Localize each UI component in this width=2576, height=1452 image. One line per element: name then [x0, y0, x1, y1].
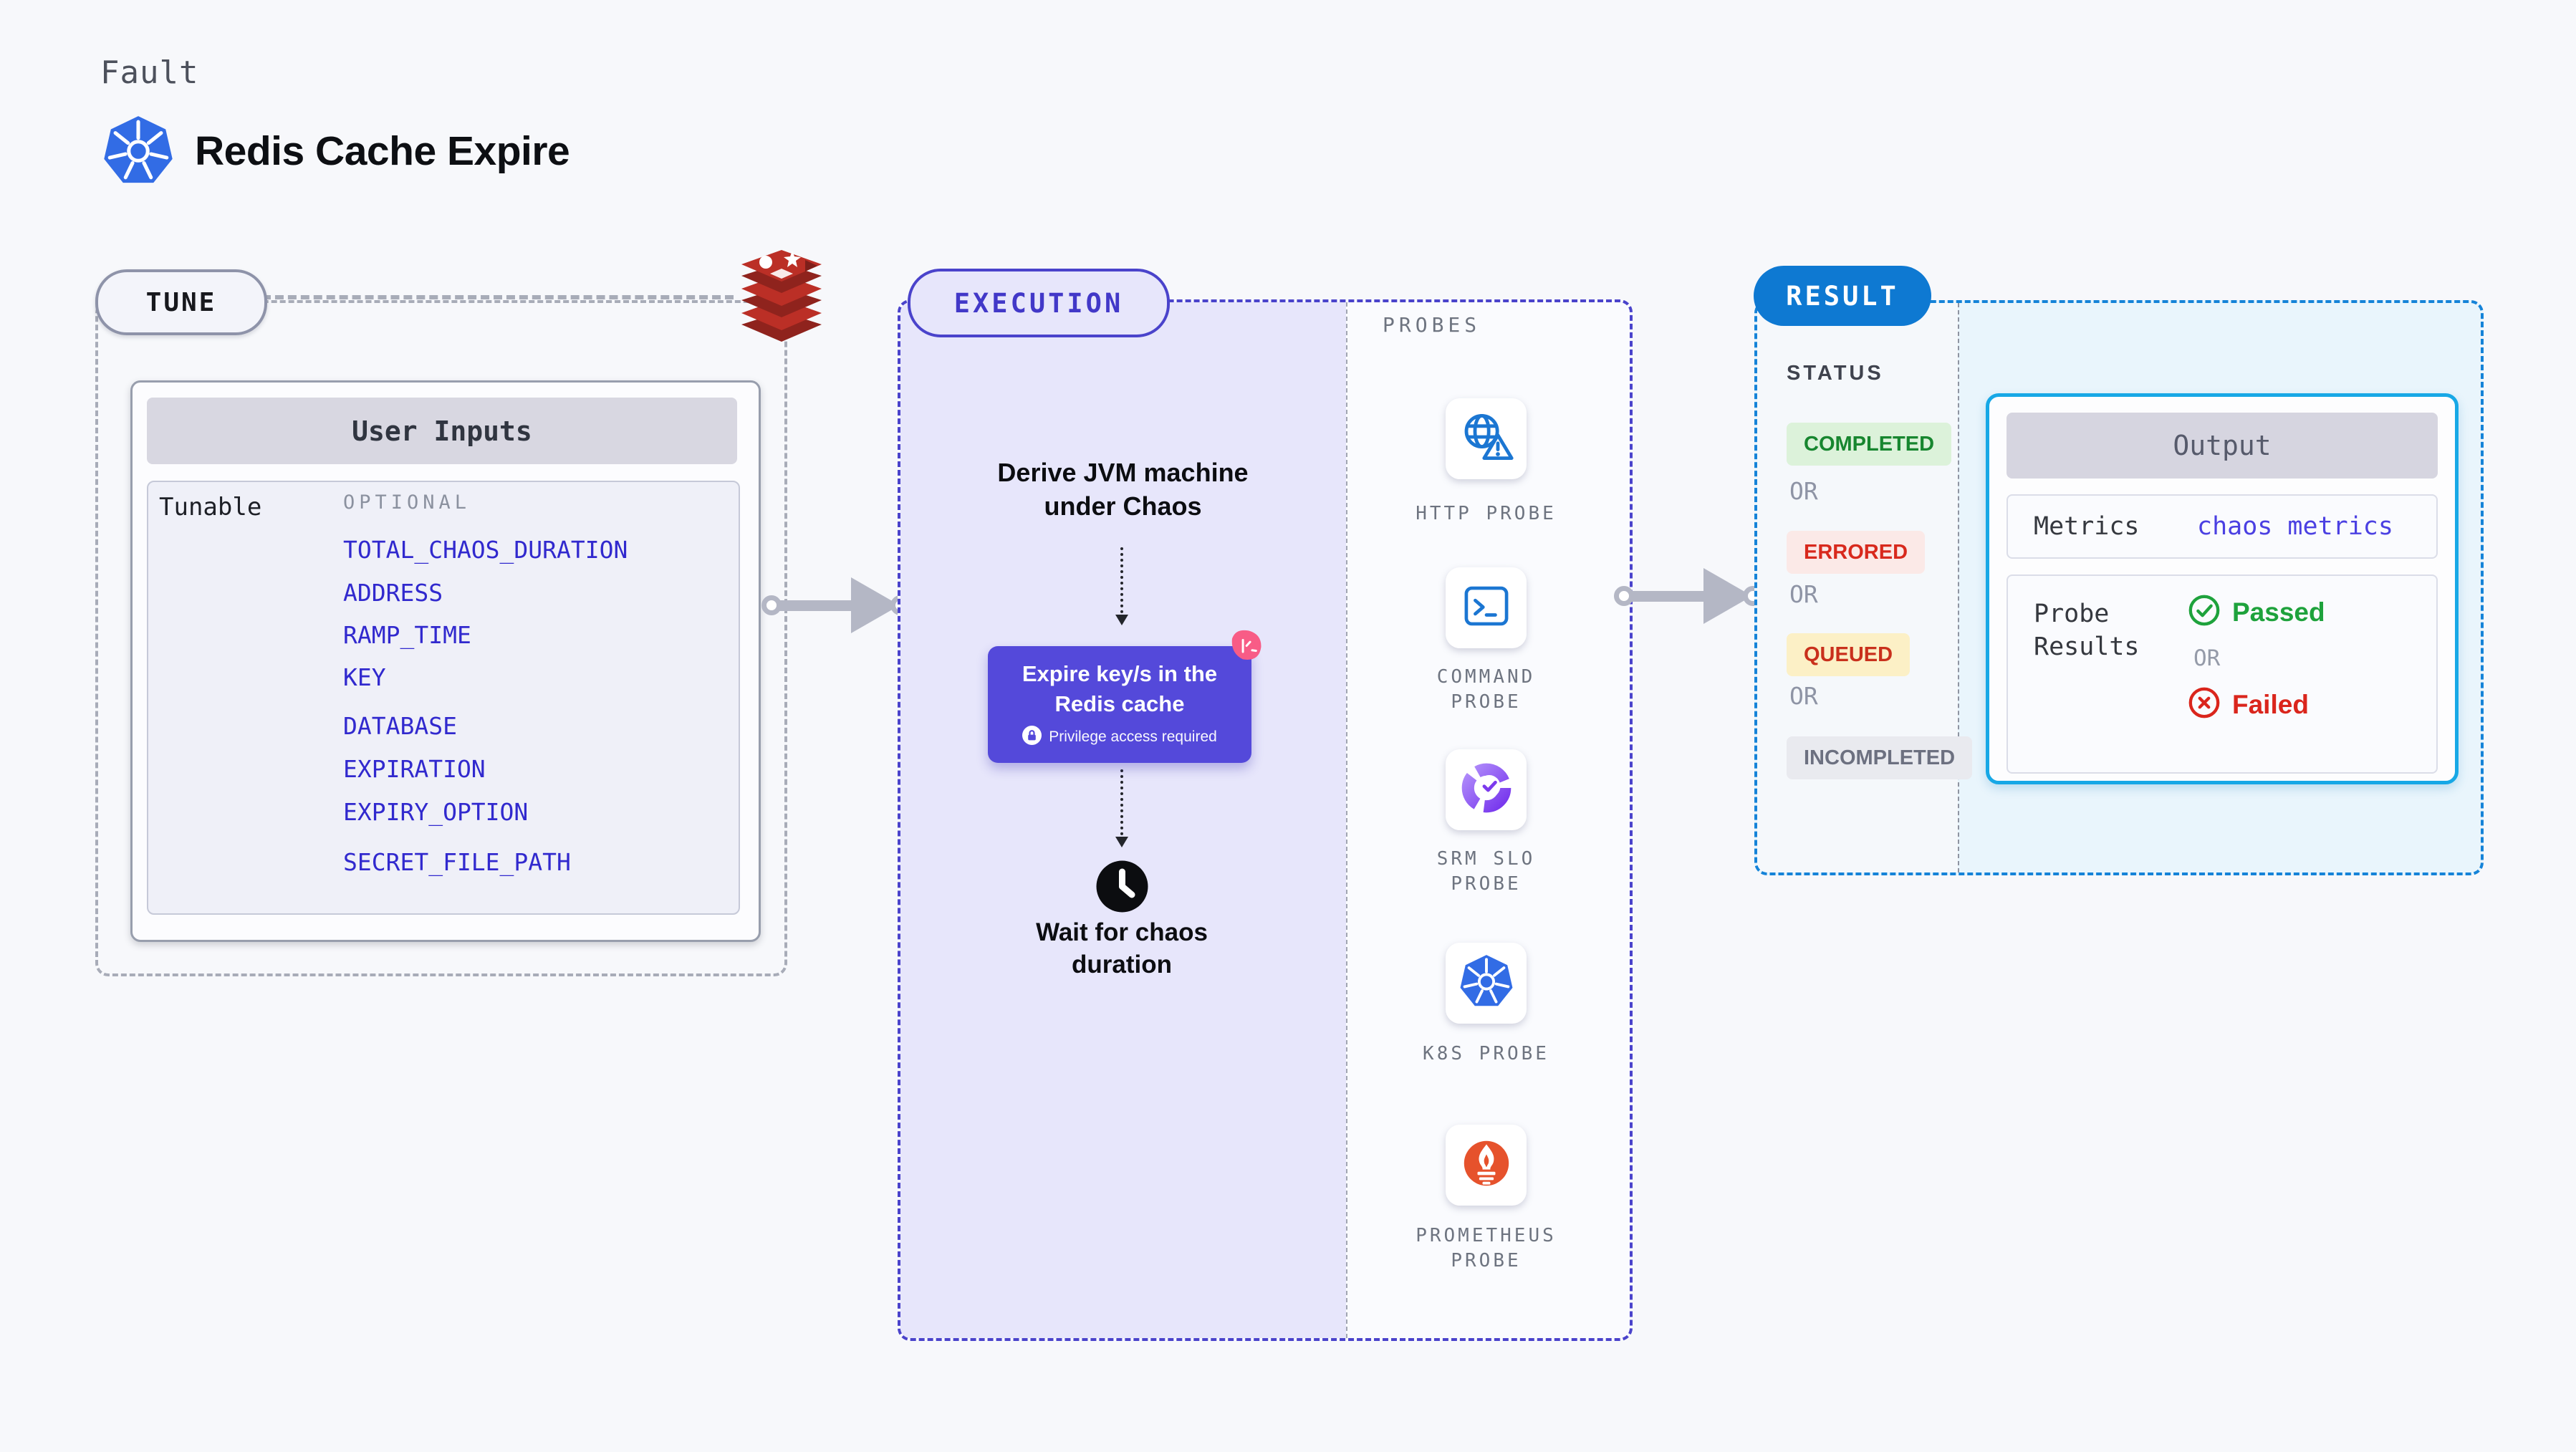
lock-icon: [1022, 726, 1042, 749]
metrics-value: chaos metrics: [2197, 512, 2393, 541]
output-card: Output Metrics chaos metrics Probe Resul…: [1986, 393, 2459, 784]
prometheus-probe-icon: [1458, 1135, 1514, 1195]
status-completed-badge: COMPLETED: [1787, 423, 1952, 466]
clock-icon: [1095, 860, 1149, 913]
page-title: Redis Cache Expire: [195, 128, 570, 174]
derive-step-line2: under Chaos: [1044, 491, 1202, 521]
status-queued-badge: QUEUED: [1787, 633, 1911, 676]
input-total-chaos-duration[interactable]: TOTAL_CHAOS_DURATION: [343, 536, 628, 564]
input-ramp-time[interactable]: RAMP_TIME: [343, 621, 471, 649]
derive-step-label: Derive JVM machine under Chaos: [953, 456, 1293, 523]
tunable-label: Tunable: [159, 493, 262, 521]
tune-section: [95, 300, 787, 976]
fault-eyebrow: Fault: [100, 54, 199, 91]
command-probe-card: [1446, 567, 1527, 648]
prometheus-probe-card: [1446, 1125, 1527, 1206]
result-divider: [1958, 303, 1959, 872]
output-title: Output: [2007, 413, 2438, 479]
check-circle-icon: [2187, 593, 2221, 631]
execution-probes-divider: [1346, 302, 1347, 1338]
metrics-label: Metrics: [2034, 512, 2140, 541]
k8s-probe-card: [1446, 943, 1527, 1024]
derive-step-line1: Derive JVM machine: [997, 458, 1249, 487]
input-expiry-option[interactable]: EXPIRY_OPTION: [343, 798, 529, 826]
tune-to-execution-arrow: [761, 573, 910, 641]
k8s-probe-icon: [1458, 953, 1514, 1014]
tune-redis-connector: [262, 295, 734, 299]
execution-flow-area: [900, 302, 1346, 1338]
k8s-probe-label: K8S PROBE: [1423, 1043, 1549, 1064]
execution-to-result-arrow: [1613, 564, 1763, 632]
status-heading: STATUS: [1787, 362, 1884, 385]
input-expiration[interactable]: EXPIRATION: [343, 755, 486, 783]
result-badge: RESULT: [1754, 266, 1931, 326]
expire-action-line2: Redis cache: [1054, 691, 1185, 716]
http-probe-icon: [1458, 408, 1515, 469]
failed-label: Failed: [2232, 689, 2309, 719]
flow-arrowhead: [1115, 837, 1128, 847]
status-errored-badge: ERRORED: [1787, 531, 1926, 574]
probe-results-row: Probe Results Passed OR: [2007, 574, 2438, 774]
wait-step-line2: duration: [1072, 951, 1172, 979]
execution-section: [898, 299, 1633, 1341]
probe-results-label: Probe Results: [2034, 600, 2140, 661]
x-circle-icon: [2187, 686, 2221, 723]
status-column: [1757, 303, 1958, 872]
input-secret-file-path[interactable]: SECRET_FILE_PATH: [343, 848, 571, 876]
redis-icon: [734, 249, 830, 342]
expire-action-node: Expire key/s in the Redis cache Privileg…: [988, 630, 1261, 763]
passed-label: Passed: [2232, 597, 2325, 627]
wait-step-line1: Wait for chaos: [1036, 918, 1208, 946]
flow-connector: [1120, 547, 1123, 613]
user-inputs-panel: [147, 481, 740, 915]
probes-heading: PROBES: [1383, 313, 1481, 337]
flow-arrowhead: [1115, 615, 1128, 625]
srm-slo-probe-icon: [1458, 760, 1514, 819]
status-or-separator: OR: [1789, 682, 1818, 710]
command-probe-icon: [1458, 578, 1514, 638]
status-or-separator: OR: [1789, 580, 1818, 608]
execution-badge: EXECUTION: [908, 269, 1170, 337]
privilege-note: Privilege access required: [1049, 729, 1217, 745]
srm-slo-probe-card: [1446, 749, 1527, 830]
kubernetes-icon: [102, 113, 175, 189]
optional-group-label: OPTIONAL: [343, 491, 471, 514]
input-database[interactable]: DATABASE: [343, 712, 457, 740]
litmus-chaos-icon: [1224, 624, 1267, 668]
input-address[interactable]: ADDRESS: [343, 579, 443, 607]
status-or-separator: OR: [1789, 477, 1818, 505]
output-or-separator: OR: [2193, 645, 2221, 671]
status-incompleted-badge: INCOMPLETED: [1787, 736, 1973, 779]
http-probe-label: HTTP PROBE: [1416, 503, 1557, 524]
metrics-row: Metrics chaos metrics: [2007, 494, 2438, 559]
expire-action-line1: Expire key/s in the: [1022, 661, 1218, 686]
flow-connector: [1120, 769, 1123, 835]
user-inputs-title: User Inputs: [147, 398, 737, 464]
input-key[interactable]: KEY: [343, 663, 386, 691]
wait-step-label: Wait for chaos duration: [1001, 916, 1242, 981]
tune-badge: TUNE: [95, 269, 267, 335]
http-probe-card: [1446, 398, 1527, 479]
